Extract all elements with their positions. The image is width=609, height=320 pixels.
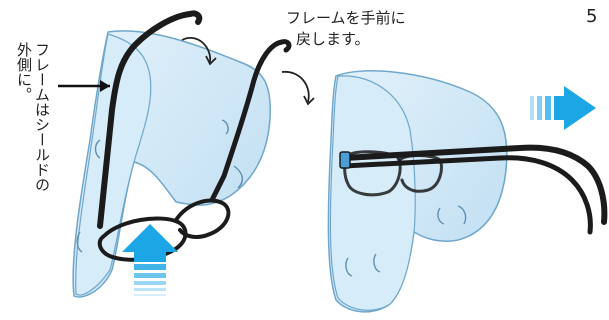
left-shield xyxy=(73,31,270,297)
pointer-arrow-icon xyxy=(58,80,110,92)
next-step-arrow-icon xyxy=(530,86,596,130)
